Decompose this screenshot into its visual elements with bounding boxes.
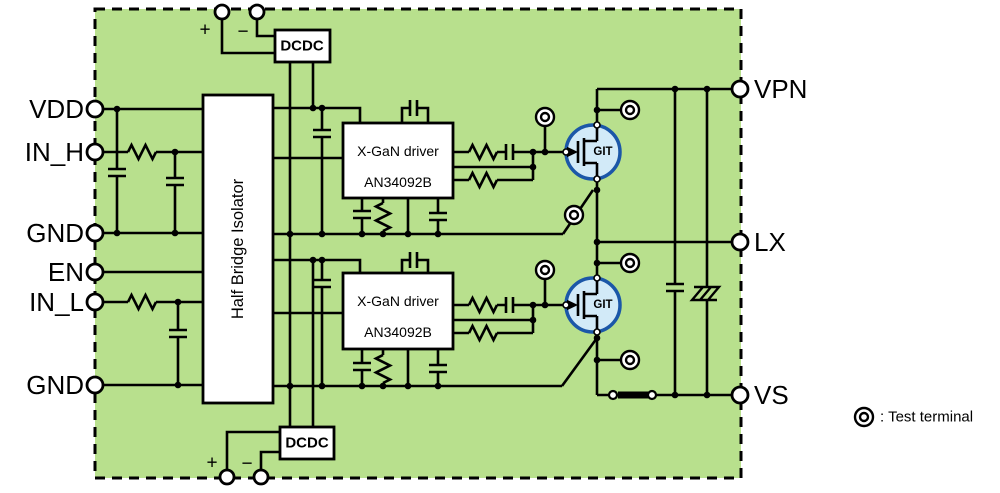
- driver-bottom-cap2: [429, 349, 447, 386]
- junction-dots: [113, 85, 711, 399]
- label-legend: : Test terminal: [880, 409, 973, 426]
- label-driver-top-name: X-GaN driver: [357, 143, 439, 159]
- label-dcdc-bottom: DCDC: [285, 435, 328, 452]
- terminal-supply-top-minus: [248, 3, 266, 21]
- xgan-driver-bottom-box: [341, 271, 455, 351]
- terminal-in-h: [85, 142, 105, 162]
- terminal-vdd: [85, 99, 105, 119]
- edge-terminals: [85, 3, 750, 486]
- dcdc-bottom-minus-wire: [259, 450, 280, 470]
- driver-top-bypass-cap: [400, 100, 430, 123]
- driver-bottom-bypass-cap: [400, 252, 430, 273]
- gate-arrow-top: [567, 146, 578, 158]
- label-vpn: VPN: [754, 74, 807, 104]
- gate-rc-bottom: [453, 295, 566, 315]
- label-git-bottom: GIT: [593, 299, 612, 311]
- label-plus-top: +: [199, 20, 210, 41]
- label-minus-bottom: −: [241, 454, 252, 475]
- test-terminal-drain-bottom: [619, 252, 641, 274]
- test-terminals: [534, 99, 641, 371]
- terminal-en: [85, 262, 105, 282]
- vdd-filter-capacitor: [108, 109, 126, 233]
- label-gnd-bottom: GND: [26, 370, 84, 400]
- dcdc-bottom-plus-wire: [225, 430, 280, 470]
- decoupling-cap-top: [313, 108, 331, 234]
- source-diagonal-bottom: [560, 337, 599, 387]
- git-lead-nodes: [562, 121, 601, 336]
- gate-arrow-bottom: [567, 299, 578, 311]
- terminal-supply-bottom-minus: [252, 468, 270, 486]
- test-terminal-drain-top: [619, 99, 641, 121]
- terminal-supply-top-plus: [213, 3, 231, 21]
- label-isolator: Half Bridge Isolator: [229, 178, 247, 319]
- label-gnd-top: GND: [26, 218, 84, 248]
- label-lx: LX: [754, 227, 786, 257]
- dcdc-top-minus-wire: [255, 19, 275, 38]
- terminal-vpn: [730, 79, 750, 99]
- terminal-gnd-top: [85, 223, 105, 243]
- xgan-driver-top-box: [341, 121, 455, 200]
- label-dcdc-top: DCDC: [280, 38, 323, 55]
- component-boxes: [201, 28, 455, 461]
- in-l-filter-capacitor: [169, 302, 187, 385]
- decoupling-cap-bottom: [313, 260, 331, 386]
- driver-top-cap2: [429, 198, 447, 234]
- label-git-top: GIT: [593, 146, 612, 158]
- gate-rc-top: [453, 142, 566, 162]
- terminal-gnd-bottom: [85, 375, 105, 395]
- terminal-supply-bottom-plus: [218, 468, 236, 486]
- dcdc-top-box: [273, 28, 332, 64]
- label-plus-bottom: +: [206, 453, 217, 474]
- output-capacitor: [666, 89, 684, 395]
- terminal-in-l: [85, 292, 105, 312]
- labels: VDD IN_H GND EN IN_L GND VPN LX VS + − +…: [25, 20, 973, 475]
- gate-aux-top: [453, 152, 535, 190]
- supply-rail-bottom: [272, 258, 362, 273]
- test-terminal-gate-bottom: [534, 259, 556, 281]
- label-driver-bottom-part: AN34092B: [364, 324, 432, 340]
- shunt-node-right: [646, 389, 658, 401]
- label-vdd: VDD: [29, 94, 84, 124]
- label-driver-bottom-name: X-GaN driver: [357, 293, 439, 309]
- driver-bottom-cap1: [353, 349, 371, 386]
- evaluation-board-outline: [93, 7, 743, 480]
- dcdc-bottom-box: [278, 425, 336, 461]
- terminal-lx: [730, 232, 750, 252]
- gate-aux-bottom: [453, 305, 535, 343]
- test-terminal-gate-top: [534, 106, 556, 128]
- dcdc-top-plus-wire: [220, 19, 275, 55]
- label-minus-top: −: [237, 22, 248, 43]
- label-en: EN: [48, 257, 84, 287]
- label-driver-top-part: AN34092B: [364, 174, 432, 190]
- driver-top-cap1: [353, 198, 371, 234]
- label-in-h: IN_H: [25, 137, 84, 167]
- in-h-filter-capacitor: [166, 152, 184, 233]
- test-terminal-source-top: [563, 204, 585, 226]
- in-h-wire-resistor: [103, 142, 203, 162]
- snubber-zzz-symbol: [689, 285, 722, 302]
- supply-rail-top: [272, 106, 362, 123]
- terminal-vs: [730, 385, 750, 405]
- legend-test-terminal-icon: [853, 406, 875, 428]
- test-terminal-source-bottom: [619, 349, 641, 371]
- label-in-l: IN_L: [29, 287, 84, 317]
- half-bridge-isolator-box: [201, 93, 275, 405]
- shunt-node-left: [607, 389, 619, 401]
- label-vs: VS: [754, 380, 789, 410]
